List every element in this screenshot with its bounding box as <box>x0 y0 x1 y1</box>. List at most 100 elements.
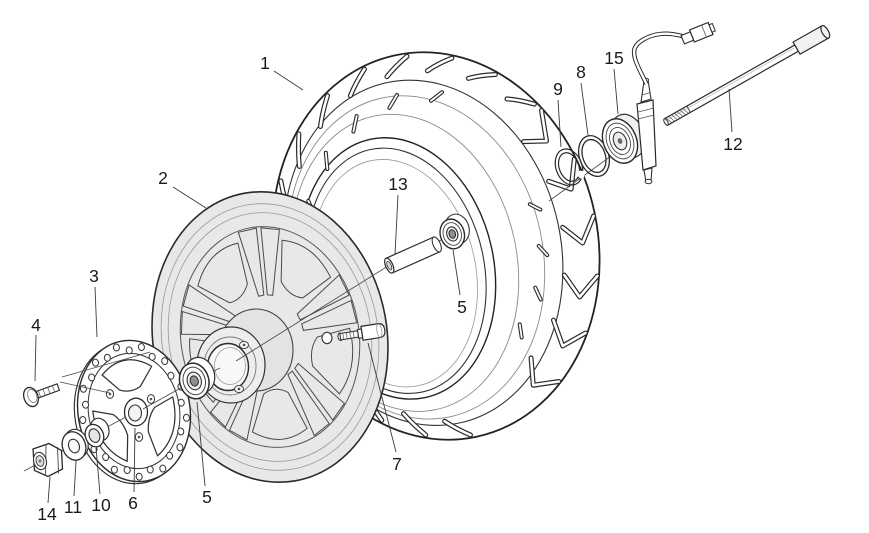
bearing-ring <box>182 366 207 396</box>
rim-barrel-line <box>167 212 373 462</box>
drive-face-ring <box>609 127 631 155</box>
hub-bore-inner <box>214 347 246 385</box>
disc-drill-hole <box>123 466 131 475</box>
callout-1-label: 1 <box>260 53 270 73</box>
rim-dish-edge <box>179 226 361 448</box>
leader-line-15 <box>613 68 619 115</box>
bolt-threads <box>37 385 56 398</box>
axle-tip <box>663 118 669 126</box>
tread-groove-core <box>467 73 497 80</box>
drive-housing-bands <box>637 107 655 120</box>
leader-line-7 <box>367 342 397 453</box>
disc-drill-hole <box>79 416 87 425</box>
disc-cutout <box>147 396 176 457</box>
connector-body <box>688 21 714 43</box>
tread-groove-core <box>319 94 329 128</box>
speedometer-drive <box>601 21 716 185</box>
connector-tip <box>708 22 716 33</box>
drive-face-ring <box>605 122 635 160</box>
drive-housing <box>636 99 657 171</box>
tread-groove-core <box>547 157 576 191</box>
tread-groove-core <box>443 419 472 437</box>
spoke-window <box>310 327 354 395</box>
callout-15-label: 15 <box>604 48 623 68</box>
spoke-window <box>197 242 248 304</box>
disc-drill-hole <box>103 353 111 362</box>
disc-drill-hole <box>112 343 120 352</box>
leader-line-5 <box>196 401 206 487</box>
callout-3-label: 3 <box>89 266 99 286</box>
callout-2-label: 2 <box>158 168 168 188</box>
disc-drill-hole <box>79 384 87 393</box>
drive-stub-tip <box>644 178 653 185</box>
tread-groove-core <box>385 54 409 79</box>
leader-line-12 <box>728 88 733 133</box>
wheel-bearing-front <box>178 356 216 400</box>
callout-11-label: 11 <box>64 497 82 517</box>
spoke-window <box>280 239 332 299</box>
callout-10-label: 10 <box>91 495 111 515</box>
disc-center-bore <box>127 404 143 422</box>
washer-hole <box>67 438 81 454</box>
disc-drill-hole <box>148 352 156 361</box>
disc-drill-hole <box>176 443 184 452</box>
bolt-head-dome <box>27 389 38 403</box>
disc-drill-hole <box>167 371 175 380</box>
tread-groove-core <box>537 245 549 257</box>
spoke-window <box>251 388 308 440</box>
tread-groove-core <box>349 67 366 98</box>
callout-4-label: 4 <box>31 315 41 335</box>
circlip-inner <box>557 152 581 182</box>
leader-line-10 <box>95 447 101 495</box>
wheel-bearing-inner <box>439 213 470 250</box>
thread-hatch <box>682 108 689 114</box>
spacer-bore <box>88 428 101 443</box>
valve-hole <box>321 331 333 345</box>
tread-groove-core <box>324 151 329 170</box>
leader-line-8 <box>580 82 589 136</box>
spacer-tube <box>384 236 442 274</box>
spoke-rib <box>301 299 358 331</box>
leader-line-9 <box>557 99 562 148</box>
tread-groove-core <box>505 97 536 106</box>
connector-notch <box>701 24 707 38</box>
disc-drill-hole <box>92 358 100 367</box>
speedo-cable-core <box>632 32 683 85</box>
tread-groove-core <box>534 286 542 301</box>
axle-thread <box>665 108 689 123</box>
disc-bolt <box>22 383 61 408</box>
tread-groove-core <box>297 132 301 168</box>
callout-13-label: 13 <box>388 174 407 194</box>
disc-drill-hole <box>182 413 190 422</box>
disc-drill-hole <box>161 357 169 366</box>
callout-14-label: 14 <box>37 504 57 524</box>
leader-line-6 <box>133 427 136 493</box>
hub-lug-dot <box>242 343 246 347</box>
thread-hatch <box>676 111 684 117</box>
spoke-rib <box>296 274 350 321</box>
spoke-rib <box>260 227 280 296</box>
tread-groove-core <box>352 115 358 133</box>
valve-threads <box>342 331 355 340</box>
tread-groove-core <box>388 94 398 109</box>
callout-5-label: 5 <box>457 297 467 317</box>
tread-groove-core <box>430 91 443 102</box>
leader-line-14 <box>47 476 51 504</box>
spoke-rib <box>287 370 330 437</box>
tread-groove-core <box>522 109 548 143</box>
callout-8-label: 8 <box>576 62 586 82</box>
leader-line-3 <box>94 286 98 338</box>
disc-drill-hole <box>88 373 96 382</box>
cable-connector <box>680 21 716 45</box>
bolt-head <box>22 386 40 408</box>
valve-cap-line <box>376 323 383 338</box>
spacer <box>84 417 110 448</box>
disc-cutout <box>101 359 153 392</box>
tread-groove-core <box>518 323 523 339</box>
bearing-bore <box>448 229 457 239</box>
axle-highlight <box>668 47 795 120</box>
leader-line-5 <box>452 249 461 296</box>
spoke-rib <box>294 362 346 421</box>
disc-drill-hole <box>125 346 133 355</box>
